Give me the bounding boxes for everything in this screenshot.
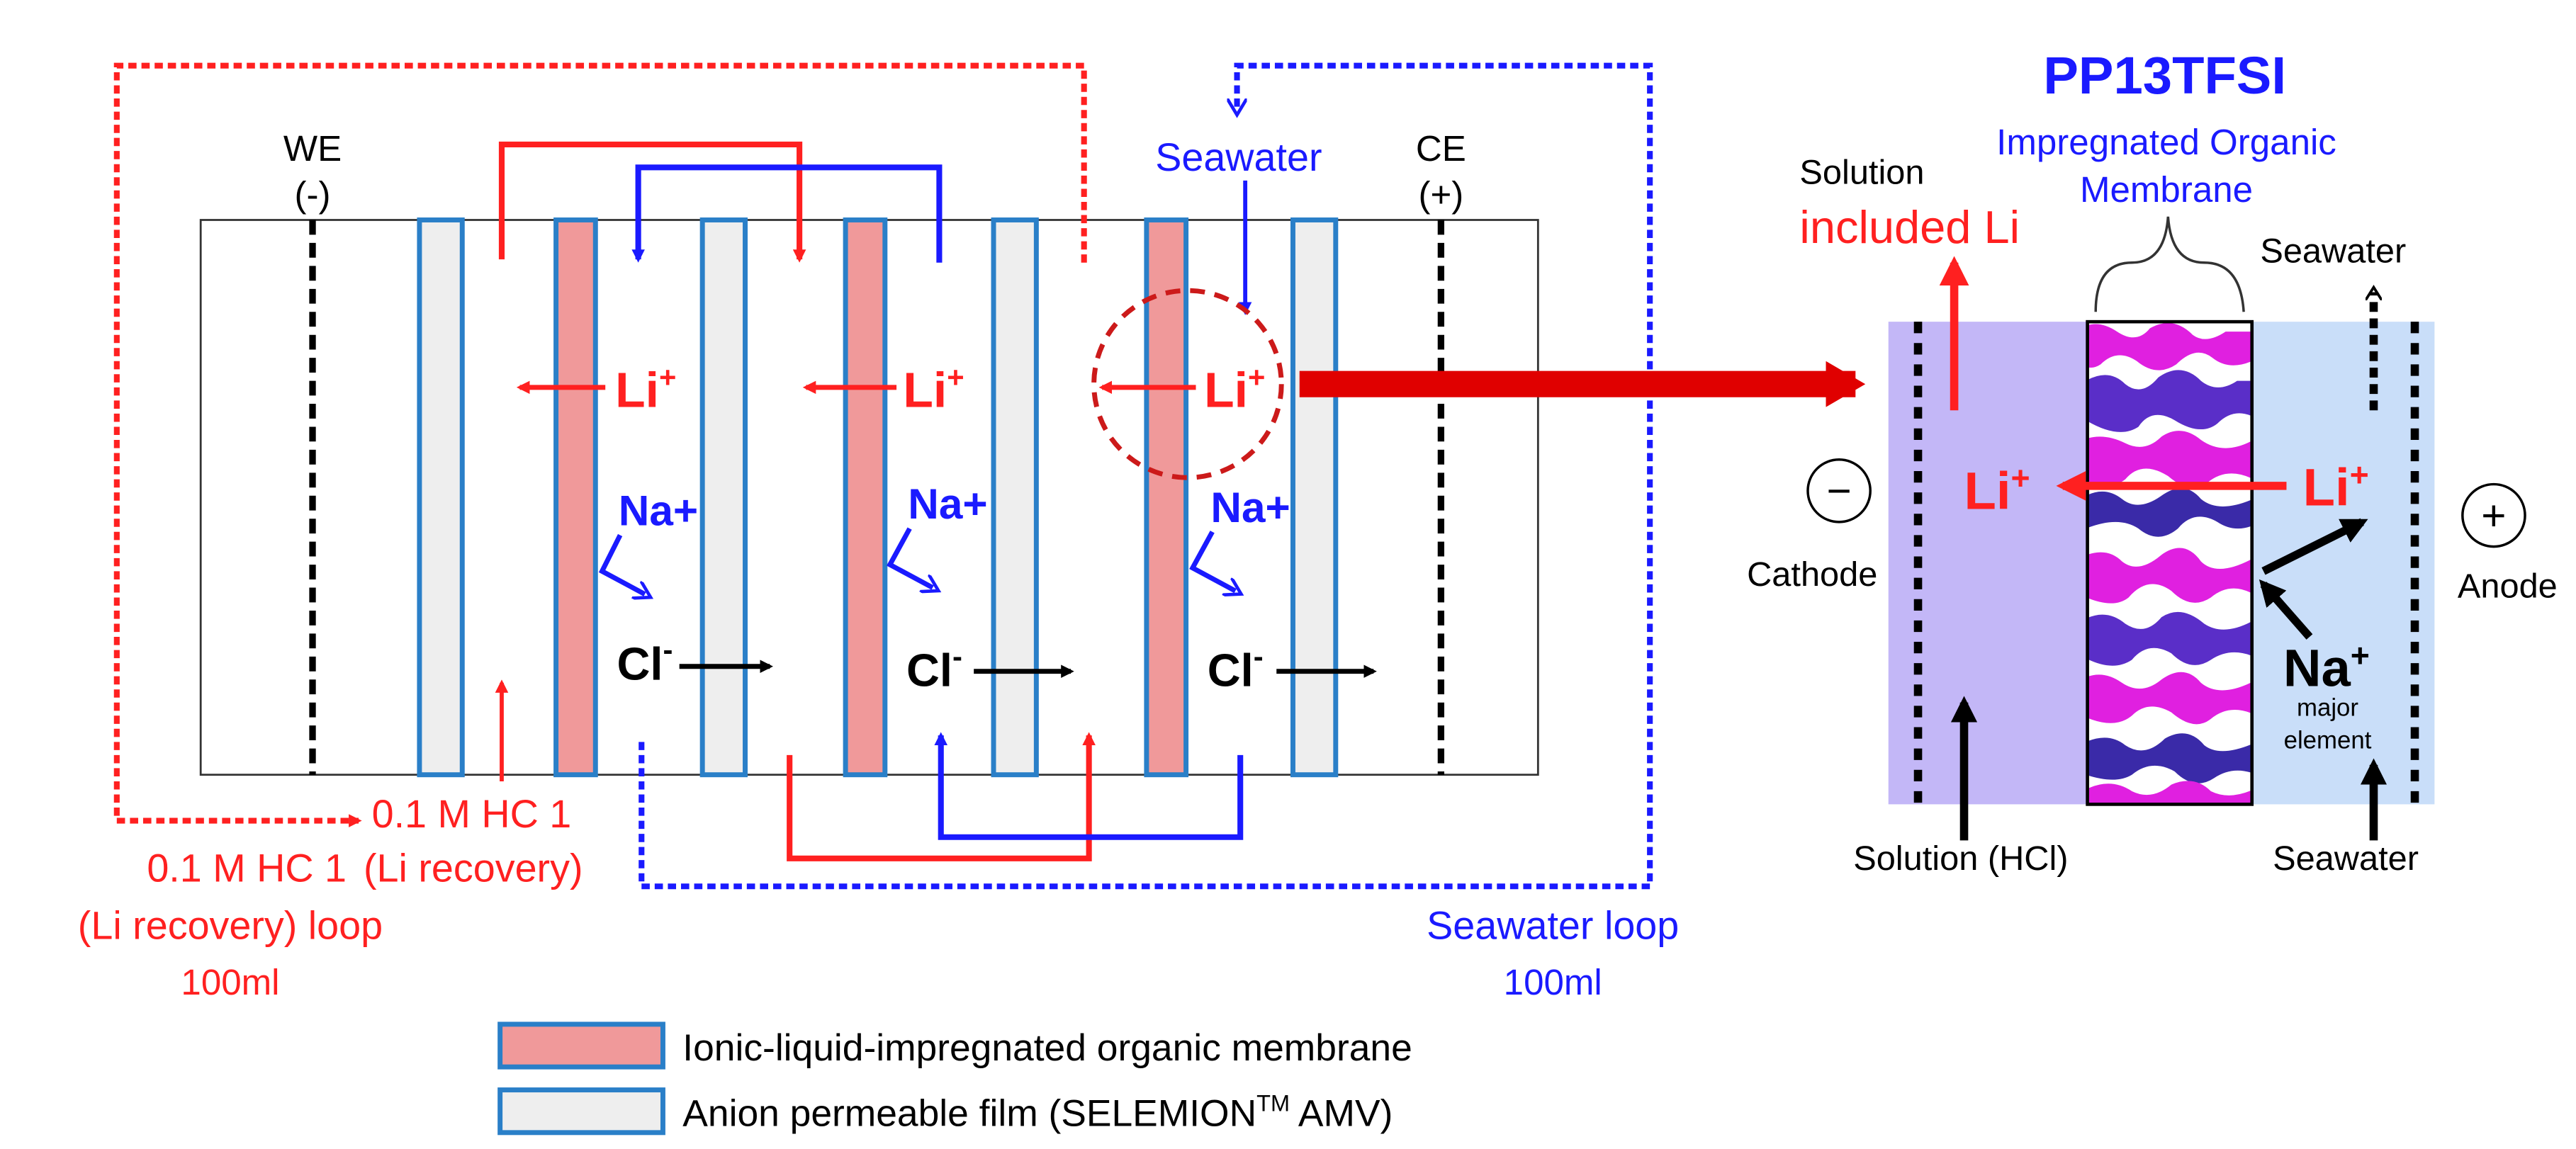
na-arrow-to-membrane [2259, 579, 2313, 640]
membrane-brace [2094, 216, 2245, 312]
hcl-internal-loop-top [498, 141, 806, 263]
li-label-3: Li+ [1204, 361, 1265, 418]
electrodialysis-cell: WE (-) CE (+) Seawater Li+ Li+ Li+ Na+ N… [78, 62, 1679, 1002]
cl-label-1: Cl- [617, 633, 673, 690]
na-arrow-3 [1189, 531, 1235, 591]
membrane-label-line2: Membrane [2080, 169, 2253, 210]
seawater-internal-loop-top [631, 164, 943, 263]
legend-swatch-anion-film [497, 1087, 665, 1136]
legend-label-anion-film: Anion permeable film (SELEMIONTM AMV) [682, 1091, 1393, 1135]
detail-title: PP13TFSI [2043, 46, 2286, 105]
detail-li-left: Li+ [1964, 460, 2030, 521]
legend: Ionic-liquid-impregnated organic membran… [497, 1021, 1412, 1136]
li-label-2: Li+ [903, 361, 964, 418]
na-label-2: Na+ [908, 480, 987, 528]
hcl-internal-loop-bottom [787, 732, 1096, 861]
ionic-membrane-3 [1144, 217, 1189, 778]
na-arrow-2 [887, 527, 933, 587]
membrane-label-line1: Impregnated Organic [1996, 122, 2336, 162]
anion-film-1 [417, 217, 465, 778]
detail-li-right: Li+ [2303, 456, 2369, 517]
hcl-recovery-loop [113, 62, 1087, 827]
hcl-loop-label-1: 0.1 M HC 1 [147, 846, 347, 890]
na-arrow-to-anode [2261, 518, 2368, 575]
seawater-loop-label: Seawater loop [1427, 903, 1679, 947]
anion-film-2 [699, 217, 748, 778]
we-sign: (-) [295, 174, 331, 215]
membrane-detail: PP13TFSI Impregnated Organic Membrane So… [1747, 46, 2558, 878]
we-label: WE [283, 128, 342, 169]
organic-membrane [2087, 322, 2252, 805]
hcl-inline-label-2: (Li recovery) [364, 846, 583, 890]
cl-label-2: Cl- [906, 640, 962, 696]
legend-swatch-ionic-membrane [497, 1021, 665, 1070]
hcl-loop-label-2: (Li recovery) loop [78, 903, 383, 947]
na-note-line1: major [2297, 694, 2358, 721]
highlight-circle [1091, 288, 1284, 480]
ionic-membrane-1 [553, 217, 598, 778]
hcl-volume: 100ml [181, 962, 279, 1002]
anode-symbol [2461, 482, 2526, 548]
cathode-sign: − [1826, 467, 1851, 515]
ce-label: CE [1416, 128, 1466, 169]
cathode-label: Cathode [1747, 555, 1877, 594]
ce-sign: (+) [1418, 174, 1463, 215]
na-label-3: Na+ [1210, 483, 1290, 531]
hcl-inline-label-1: 0.1 M HC 1 [372, 792, 572, 836]
na-note-line2: element [2284, 728, 2372, 754]
legend-label-ionic-membrane: Ionic-liquid-impregnated organic membran… [682, 1027, 1412, 1069]
na-label-1: Na+ [619, 487, 698, 535]
seawater-top-label: Seawater [2260, 232, 2406, 271]
included-li-label: included Li [1799, 201, 2020, 253]
cathode-symbol [1806, 458, 1872, 523]
anode-sign: + [2481, 491, 2506, 539]
seawater-loop [639, 62, 1653, 890]
detail-na-label: Na+ [2283, 637, 2370, 698]
membrane-outline [2086, 319, 2254, 806]
seawater-volume: 100ml [1504, 962, 1602, 1002]
solution-hcl-label: Solution (HCl) [1853, 839, 2068, 878]
seawater-inlet-label: Seawater [1155, 135, 1322, 179]
seawater-bottom-label: Seawater [2273, 839, 2419, 878]
anode-label: Anode [2458, 567, 2558, 605]
na-arrow-1 [598, 533, 645, 594]
cl-label-3: Cl- [1208, 640, 1264, 696]
li-label-1: Li+ [615, 361, 676, 418]
solution-label: Solution [1799, 154, 1924, 192]
anion-film-4 [1290, 217, 1339, 778]
ionic-membrane-2 [843, 217, 888, 778]
seawater-internal-loop-bottom [934, 732, 1244, 840]
anion-film-3 [991, 217, 1039, 778]
